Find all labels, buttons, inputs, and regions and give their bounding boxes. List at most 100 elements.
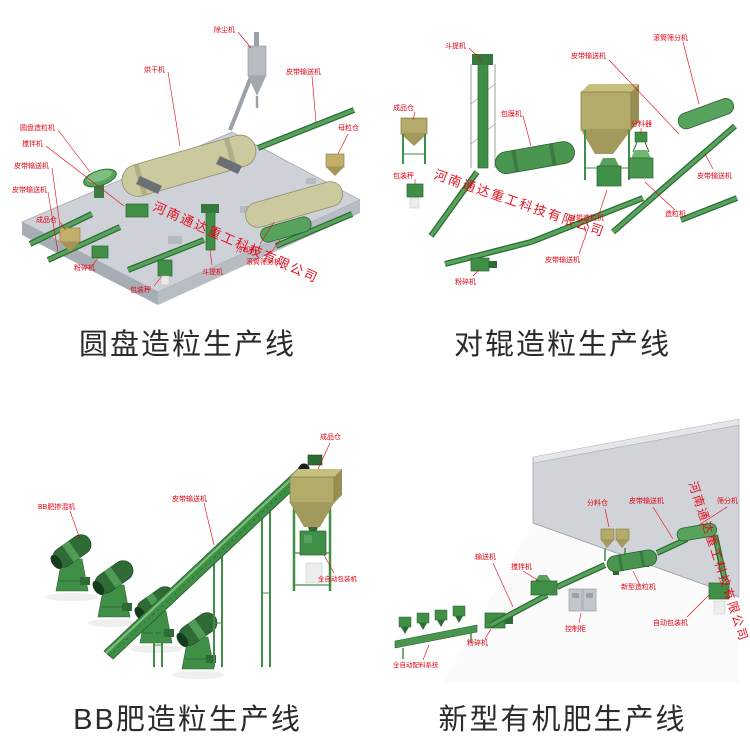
product-card-bb-line[interactable]: BB肥掺混机 皮带输送机 成品仓 全自动包装机 BB肥造粒生产线 <box>0 375 375 750</box>
equipment-label: 皮带输送机 <box>12 185 47 194</box>
mixer-machine <box>530 575 558 596</box>
equipment-label: 全自动配料系统 <box>393 660 439 669</box>
roller-line-drawing: 斗提机 包膜机 皮带输送机 滚筒筛分机 分料器 成品仓 包装秤 对辊造粒机 造粒… <box>393 33 739 286</box>
product-bin <box>59 227 81 252</box>
equipment-label: 皮带输送机 <box>14 161 49 170</box>
equipment-label: 控制柜 <box>565 624 586 633</box>
inclined-belt-conveyor <box>103 454 323 667</box>
feed-conveyor <box>428 170 480 238</box>
equipment-labels: 分料仓 输送机 搅拌机 控制柜 新型造粒机 筛分机 皮带输送机 自动包装机 粉碎… <box>393 496 738 669</box>
equipment-label: 冷却机 <box>236 245 257 254</box>
packing-scale <box>157 259 173 286</box>
label-leader-lines <box>69 442 335 574</box>
mother-granule-bin <box>325 153 345 176</box>
crusher-machine <box>470 257 497 272</box>
granulator-drum <box>606 549 658 575</box>
equipment-label: 皮带输送机 <box>286 67 321 76</box>
equipment-label: 全自动包装机 <box>318 574 358 583</box>
label-leader-lines <box>412 41 714 277</box>
drum-screen <box>260 216 312 243</box>
disc-line-drawing: 除尘机 烘干机 冷却机 圆盘造粒机 搅拌机 皮带输送机 皮带输送机 成品仓 粉碎… <box>12 25 361 305</box>
equipment-label: 滚筒筛分机 <box>246 257 281 266</box>
product-card-roller-line[interactable]: 斗提机 包膜机 皮带输送机 滚筒筛分机 分料器 成品仓 包装秤 对辊造粒机 造粒… <box>375 0 750 375</box>
disc-granulator <box>83 168 117 198</box>
equipment-label: 成品仓 <box>320 432 341 441</box>
equipment-label: 斗提机 <box>445 41 466 50</box>
equipment-label: BB肥掺混机 <box>38 502 75 511</box>
bucket-elevator <box>201 204 219 251</box>
product-card-disc-line[interactable]: 除尘机 烘干机 冷却机 圆盘造粒机 搅拌机 皮带输送机 皮带输送机 成品仓 粉碎… <box>0 0 375 375</box>
drum-screen <box>677 98 735 130</box>
equipment-label: 对辊造粒机 <box>569 213 604 222</box>
equipment-label: 皮带输送机 <box>172 494 207 503</box>
bb-mixer-2 <box>92 560 134 618</box>
equipment-label: 皮带输送机 <box>545 255 580 264</box>
equipment-label: 皮带输送机 <box>697 171 732 180</box>
equipment-label: 筛分机 <box>717 496 738 505</box>
caption-disc-line: 圆盘造粒生产线 <box>78 329 296 361</box>
bb-mixer-1 <box>50 534 92 592</box>
equipment-label: 自动包装机 <box>653 618 688 627</box>
equipment-label: 粉碎机 <box>467 638 488 647</box>
equipment-label: 滚筒筛分机 <box>653 33 688 42</box>
equipment-label: 包装秤 <box>130 285 151 294</box>
caption-organic-line: 新型有机肥生产线 <box>438 704 687 736</box>
belt-conveyors <box>489 534 728 628</box>
equipment-labels: BB肥掺混机 皮带输送机 成品仓 全自动包装机 <box>38 432 358 583</box>
equipment-label: 分料器 <box>631 119 652 128</box>
packing-scale <box>406 183 424 209</box>
equipment-label: 成品仓 <box>36 215 57 224</box>
equipment-label: 皮带输送机 <box>571 51 606 60</box>
crusher-machine <box>91 245 109 259</box>
bagging-machine <box>299 527 327 584</box>
equipment-label: 成品仓 <box>393 103 414 112</box>
equipment-labels: 除尘机 烘干机 冷却机 圆盘造粒机 搅拌机 皮带输送机 皮带输送机 成品仓 粉碎… <box>12 25 359 294</box>
splitter <box>632 131 650 153</box>
disc-line-illustration: 除尘机 烘干机 冷却机 圆盘造粒机 搅拌机 皮带输送机 皮带输送机 成品仓 粉碎… <box>8 8 367 308</box>
equipment-label: 母粒仓 <box>338 123 359 132</box>
label-leader-lines <box>45 31 349 287</box>
equipment-label: 粉碎机 <box>455 277 476 286</box>
equipment-label: 圆盘造粒机 <box>20 123 55 132</box>
mixer-machine <box>125 203 149 218</box>
equipment-label: 搅拌机 <box>511 562 532 571</box>
equipment-label: 包装秤 <box>393 171 414 180</box>
caption-roller-line: 对辊造粒生产线 <box>453 329 671 361</box>
packing-machine <box>708 582 730 615</box>
product-card-organic-line[interactable]: 分料仓 输送机 搅拌机 控制柜 新型造粒机 筛分机 皮带输送机 自动包装机 粉碎… <box>375 375 750 750</box>
batching-system <box>394 605 478 659</box>
ground-shadows <box>46 593 224 679</box>
cyclone-dust-collector <box>228 32 267 131</box>
equipment-label: 烘干机 <box>144 65 165 74</box>
equipment-label: 粉碎机 <box>74 263 95 272</box>
organic-line-drawing: 分料仓 输送机 搅拌机 控制柜 新型造粒机 筛分机 皮带输送机 自动包装机 粉碎… <box>393 418 740 683</box>
rotary-dryer-drum <box>121 134 257 197</box>
rotary-cooler-drum <box>245 181 344 228</box>
coating-drum <box>495 141 575 175</box>
label-leader-lines <box>422 506 728 661</box>
equipment-label: 包膜机 <box>501 109 522 118</box>
bucket-elevator <box>470 54 496 169</box>
bb-line-illustration: BB肥掺混机 皮带输送机 成品仓 全自动包装机 <box>8 383 367 683</box>
equipment-label: 造粒机 <box>665 209 686 218</box>
batching-hopper <box>580 84 639 180</box>
equipment-label: 搅拌机 <box>22 139 43 148</box>
roller-granulators <box>596 150 654 187</box>
equipment-label: 除尘机 <box>214 25 235 34</box>
drum-screen <box>676 522 718 542</box>
product-bin <box>400 117 428 164</box>
belt-conveyors <box>28 107 356 273</box>
equipment-label: 斗提机 <box>202 267 223 276</box>
control-cabinet <box>568 588 597 612</box>
organic-line-illustration: 分料仓 输送机 搅拌机 控制柜 新型造粒机 筛分机 皮带输送机 自动包装机 粉碎… <box>383 383 750 683</box>
equipment-labels: 斗提机 包膜机 皮带输送机 滚筒筛分机 分料器 成品仓 包装秤 对辊造粒机 造粒… <box>393 33 732 286</box>
caption-bb-line: BB肥造粒生产线 <box>73 704 302 736</box>
bb-line-drawing: BB肥掺混机 皮带输送机 成品仓 全自动包装机 <box>38 432 358 679</box>
equipment-label: 新型造粒机 <box>621 582 656 591</box>
equipment-label: 分料仓 <box>587 498 608 507</box>
roller-line-illustration: 斗提机 包膜机 皮带输送机 滚筒筛分机 分料器 成品仓 包装秤 对辊造粒机 造粒… <box>383 8 742 308</box>
belt-conveyors <box>444 123 739 267</box>
equipment-label: 输送机 <box>475 552 496 561</box>
equipment-label: 皮带输送机 <box>629 496 664 505</box>
